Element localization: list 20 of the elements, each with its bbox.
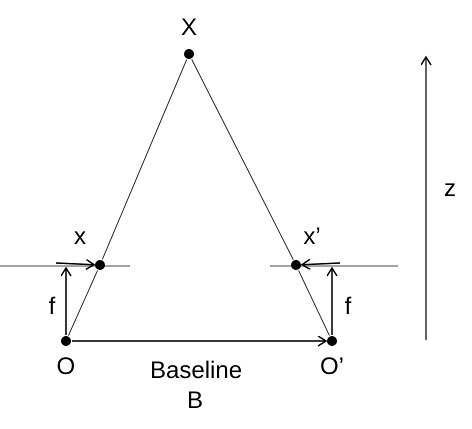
point-dot (291, 260, 301, 270)
edge-label: f (344, 292, 352, 322)
point-label: O’ (320, 354, 344, 380)
point-label: X (181, 15, 198, 41)
arrow (60, 267, 72, 335)
arrow (56, 258, 95, 270)
arrow (72, 335, 327, 347)
edge-label: f (48, 292, 56, 322)
arrow (326, 267, 338, 335)
line (68, 270, 98, 336)
line (102, 59, 188, 260)
edge-label: x’ (302, 222, 322, 252)
edge-label: Baseline B (150, 356, 240, 416)
point-dot (95, 260, 105, 270)
line (191, 58, 294, 260)
point-label: O (56, 354, 76, 380)
arrow (301, 258, 340, 270)
edge-label: x (73, 222, 87, 252)
line (298, 270, 330, 336)
axis-label: z (444, 176, 456, 202)
